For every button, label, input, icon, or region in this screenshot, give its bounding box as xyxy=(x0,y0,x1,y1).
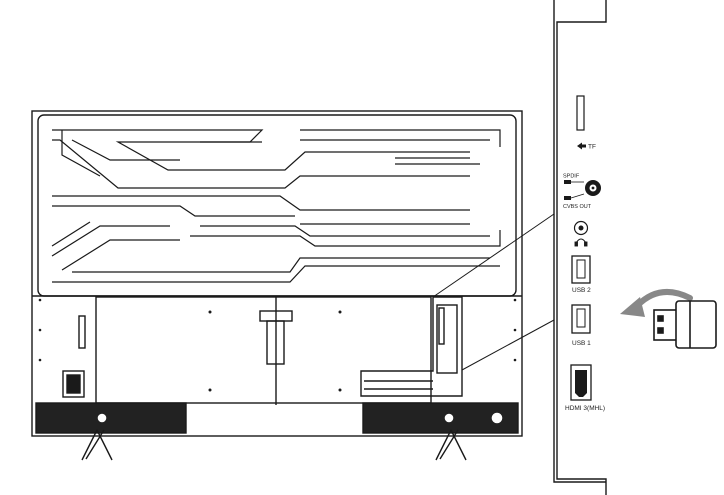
stand-foot-left xyxy=(81,429,113,461)
arrow-left-icon xyxy=(577,142,586,150)
hdmi-3-label: HDMI 3(MHL) xyxy=(565,405,605,412)
spdif-port: SPDIF xyxy=(563,174,601,196)
usb-2-label: USB 2 xyxy=(572,287,591,294)
usb-1-label: USB 1 xyxy=(572,340,591,347)
center-mount-panel xyxy=(95,296,432,404)
usb-stick-icon xyxy=(653,300,717,349)
usb-1-port: USB 1 xyxy=(571,304,591,347)
cvbs-out-port: CVBS OUT xyxy=(563,193,592,210)
zoom-callout-lines xyxy=(432,213,555,371)
side-panel-zoom xyxy=(553,0,607,495)
speaker-bar-left xyxy=(35,402,187,434)
mounting-holes xyxy=(38,298,517,392)
side-io-housing xyxy=(360,296,463,397)
headphone-jack xyxy=(573,220,589,247)
power-socket xyxy=(62,370,85,398)
hdmi-3-port: HDMI 3(MHL) xyxy=(565,364,605,412)
tf-card-slot: TF xyxy=(576,95,596,151)
headphone-icon xyxy=(574,238,588,247)
left-slot xyxy=(78,315,86,349)
curved-arrow-icon xyxy=(620,288,693,317)
wall-mount-bracket-body xyxy=(266,320,285,365)
tv-back-view xyxy=(31,110,523,461)
usb-2-port: USB 2 xyxy=(571,255,591,294)
stand-foot-right xyxy=(435,429,467,461)
cvbs-label: CVBS OUT xyxy=(563,204,592,210)
tf-label: TF xyxy=(588,144,596,151)
vent-ribs xyxy=(51,129,501,283)
spdif-label: SPDIF xyxy=(563,174,580,180)
